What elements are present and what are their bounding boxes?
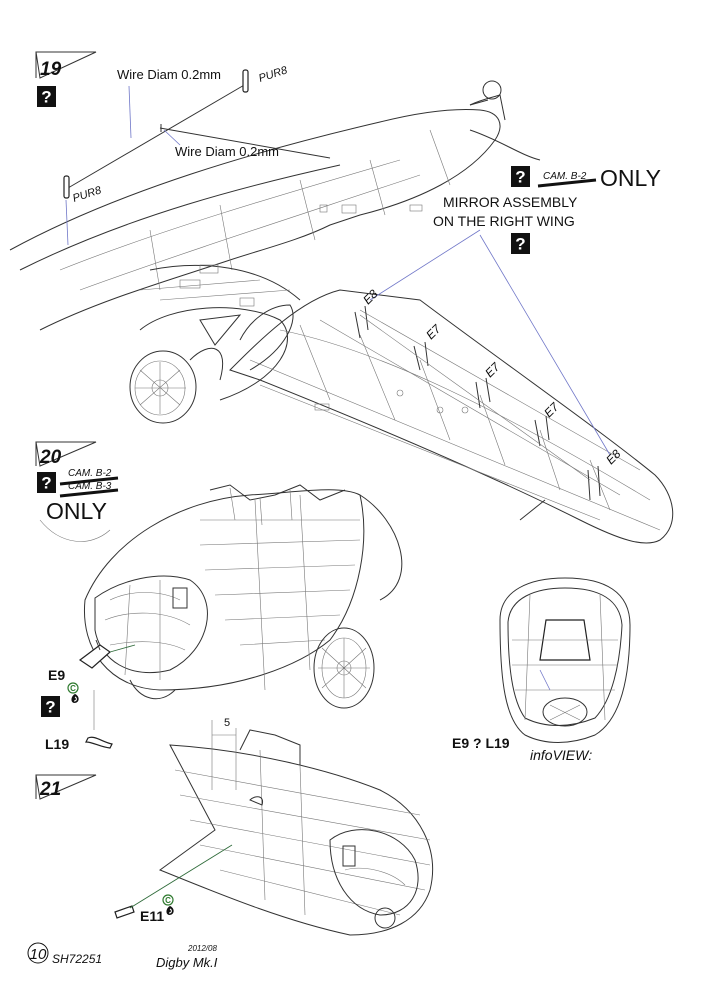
only-label: ONLY [600, 165, 661, 191]
info-view-nose [499, 577, 631, 743]
cam-b2-only-note: CAM. B-2 ONLY MIRROR ASSEMBLY ON THE RIG… [433, 165, 661, 254]
step-number: 20 [39, 447, 62, 468]
part-e9 [78, 639, 111, 669]
question-mark-box-icon [37, 472, 56, 493]
nose-side-view [158, 720, 434, 936]
question-mark-box-icon [41, 696, 60, 717]
strut-label: E8 [360, 287, 381, 308]
fuselage-top-view [9, 80, 541, 331]
nose-front-view [83, 484, 403, 700]
date-label: 2012/08 [187, 944, 217, 953]
product-code: SH72251 [52, 952, 102, 966]
step-19-header: 19 [35, 51, 97, 107]
strut-label: E8 [603, 447, 624, 468]
mirror-line-1: MIRROR ASSEMBLY [443, 194, 578, 210]
question-mark-box-icon [511, 233, 530, 254]
antenna-wires [63, 69, 331, 246]
pur-label-left: PUR8 [71, 184, 103, 205]
info-caption: E9 ? L19 [452, 735, 510, 751]
model-name: Digby Mk.I [156, 955, 218, 970]
info-title: infoVIEW: [530, 747, 592, 763]
part-label-e9: E9 [48, 667, 65, 683]
footer: 10 SH72251 2012/08 Digby Mk.I [27, 942, 218, 970]
dimension-label: 5 [224, 717, 230, 729]
part-e11 [114, 905, 135, 919]
cam-label: CAM. B-3 [68, 481, 112, 492]
strut-label: E7 [423, 321, 444, 342]
part-label-l19: L19 [45, 736, 69, 752]
engine-nacelle [129, 307, 288, 424]
part-l19 [85, 736, 113, 749]
paint-c-icon [67, 682, 80, 704]
engine-front [313, 627, 375, 709]
page-number: 10 [30, 946, 47, 963]
question-mark-box-icon [37, 86, 56, 107]
cam-label: CAM. B-2 [543, 171, 587, 182]
question-mark-box-icon [511, 166, 530, 187]
pur-label-top: PUR8 [257, 64, 289, 85]
step-20-header: 20 CAM. B-2 CAM. B-3 ONLY [35, 441, 119, 542]
wing-struts [354, 305, 601, 501]
step-21-header: 21 [35, 774, 97, 800]
step-number: 19 [40, 59, 62, 80]
strut-label: E7 [482, 359, 503, 380]
wire-label-top: Wire Diam 0.2mm [117, 67, 221, 82]
wire-label-mid: Wire Diam 0.2mm [175, 144, 279, 159]
part-label-e11: E11 [140, 908, 164, 924]
right-wing [199, 289, 674, 544]
only-label: ONLY [46, 498, 107, 524]
mirror-line-2: ON THE RIGHT WING [433, 213, 575, 229]
cam-label: CAM. B-2 [68, 468, 112, 479]
step-number: 21 [39, 779, 61, 800]
paint-c-icon [162, 894, 175, 916]
